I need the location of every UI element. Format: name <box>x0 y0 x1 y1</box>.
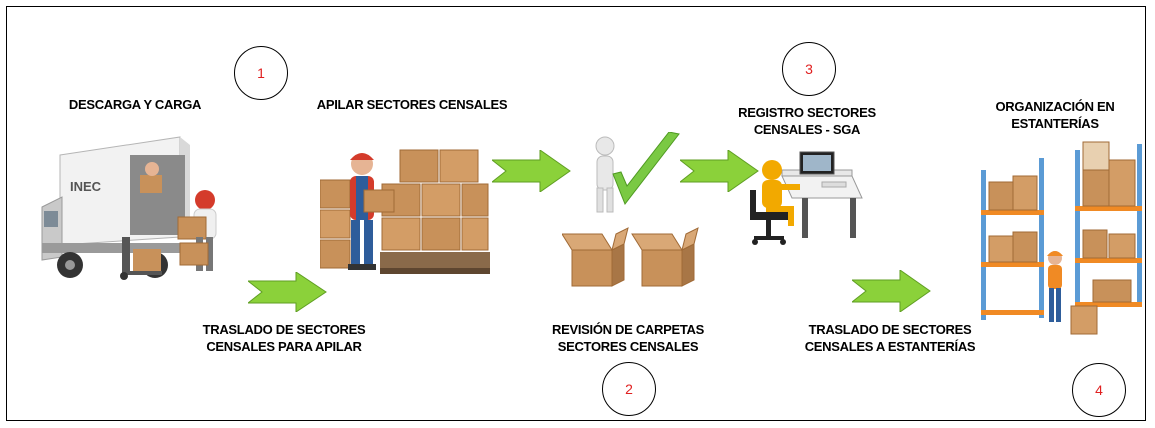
step-2-circle: 2 <box>602 362 656 416</box>
arrow-to-revision-icon <box>492 150 571 192</box>
label-apilar: APILAR SECTORES CENSALES <box>316 97 508 112</box>
arrow-to-apilar-icon <box>248 272 327 312</box>
arrow-to-registro-icon <box>680 150 759 192</box>
arrow-to-estanterias-icon <box>852 270 931 312</box>
step-4-circle: 4 <box>1072 363 1126 417</box>
step-1-circle: 1 <box>234 46 288 100</box>
step-3-number: 3 <box>805 61 813 77</box>
diagram-frame <box>6 6 1146 421</box>
computer-operator-icon <box>750 151 863 245</box>
step-3-circle: 3 <box>782 42 836 96</box>
step-1-number: 1 <box>257 65 265 81</box>
step-4-number: 4 <box>1095 382 1103 398</box>
box-stacker-icon <box>320 149 490 274</box>
svg-text:INEC: INEC <box>70 179 102 194</box>
label-descarga: DESCARGA Y CARGA <box>68 97 202 112</box>
checkmark-figure-icon <box>595 132 680 213</box>
truck-icon: INEC <box>41 136 217 280</box>
step-2-number: 2 <box>625 381 633 397</box>
open-boxes-icon <box>562 227 699 287</box>
warehouse-shelves-icon <box>981 141 1142 335</box>
